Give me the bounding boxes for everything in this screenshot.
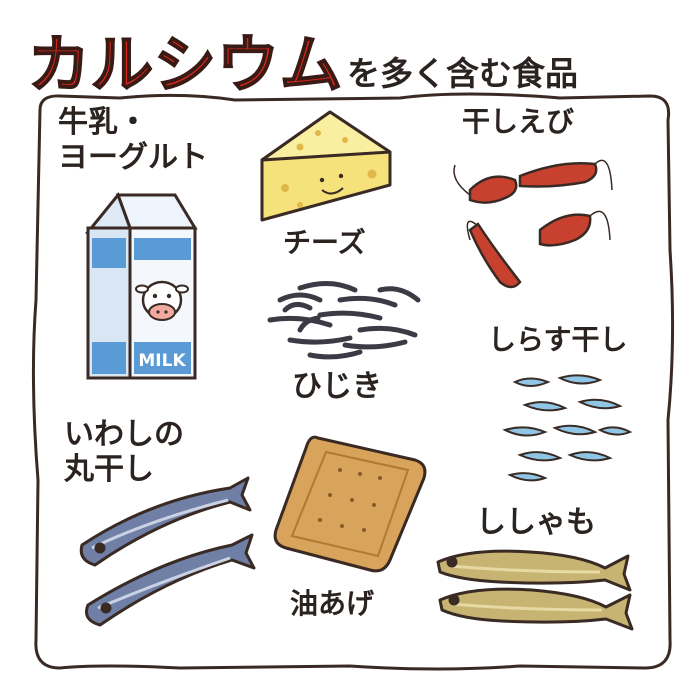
cheese bbox=[260, 110, 392, 222]
label-milk-line1: 牛乳・ bbox=[58, 105, 148, 140]
label-shishamo: ししゃも bbox=[476, 505, 596, 540]
title: カルシウム を多く含む食品 bbox=[27, 14, 579, 101]
title-main: カルシウム bbox=[27, 28, 344, 101]
shishamo bbox=[436, 549, 634, 631]
sardines bbox=[79, 476, 256, 627]
label-hijiki: ひじき bbox=[292, 369, 382, 404]
hijiki bbox=[267, 281, 421, 360]
label-sardine: いわしの 丸干し bbox=[64, 417, 184, 487]
label-sardine-line2: 丸干し bbox=[64, 451, 154, 487]
milk-carton: MILK bbox=[84, 191, 198, 380]
label-whitebait: しらす干し bbox=[488, 323, 628, 356]
aburaage bbox=[273, 435, 427, 573]
milk-carton-text: MILK bbox=[138, 351, 186, 371]
label-milk-yogurt: 牛乳・ ヨーグルト bbox=[58, 105, 208, 175]
label-dried-shrimp: 干しえび bbox=[462, 105, 575, 138]
title-sub: を多く含む食品 bbox=[347, 54, 579, 93]
label-milk-line2: ヨーグルト bbox=[58, 139, 208, 175]
shrimp-antennae bbox=[453, 159, 613, 241]
label-aburaage: 油あげ bbox=[290, 587, 375, 620]
dried-shrimp bbox=[468, 161, 598, 289]
whitebait bbox=[502, 374, 633, 482]
label-sardine-line1: いわしの bbox=[64, 417, 184, 452]
label-cheese: チーズ bbox=[283, 226, 366, 259]
frame-border bbox=[31, 92, 675, 671]
